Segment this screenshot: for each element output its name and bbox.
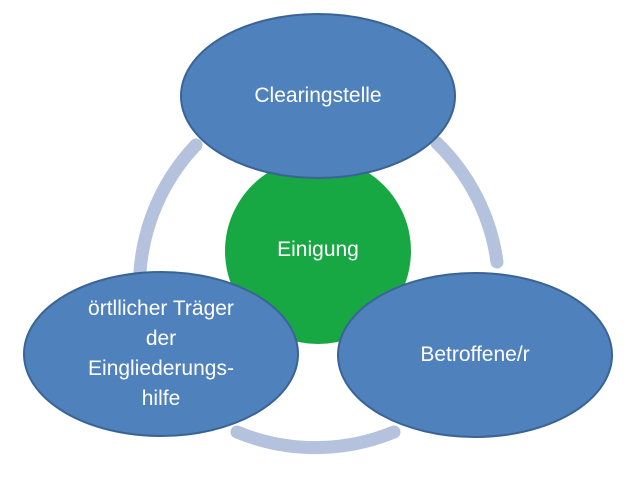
clearingstelle-label: Clearingstelle	[254, 84, 382, 107]
cycle-arc-right	[430, 136, 504, 269]
cycle-arc-bottom	[230, 425, 401, 455]
traeger-label-line-1: örtllicher Träger	[88, 297, 234, 320]
center-label: Einigung	[277, 238, 359, 261]
center-node	[225, 158, 411, 344]
node-traeger	[23, 271, 299, 437]
traeger-label-line-3: Eingliederungs-	[88, 357, 234, 380]
cycle-arc-left	[133, 138, 203, 279]
traeger-label-line-4: hilfe	[141, 387, 181, 410]
traeger-label-line-2: der	[145, 327, 177, 350]
node-clearingstelle	[180, 13, 456, 179]
betroffene-label: Betroffene/r	[420, 343, 530, 366]
node-betroffene	[337, 272, 613, 438]
traeger-label: örtllicher Träger der Eingliederungs- hi…	[46, 290, 276, 418]
